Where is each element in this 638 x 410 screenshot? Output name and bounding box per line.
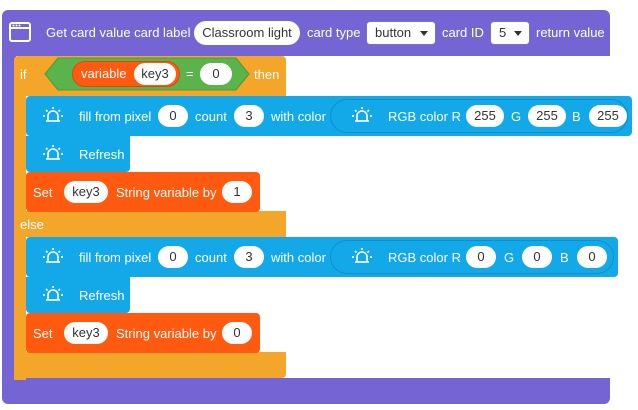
else-b-input[interactable]: 0 <box>577 246 607 268</box>
then-set-variable-input[interactable]: key3 <box>64 181 108 203</box>
event-block-bottom <box>2 378 610 404</box>
else-rgb-label: RGB color R <box>388 250 461 265</box>
then-g-input[interactable]: 255 <box>528 105 566 127</box>
then-refresh-label: Refresh <box>79 147 125 162</box>
then-pixel-input[interactable]: 0 <box>158 105 188 127</box>
else-g-input[interactable]: 0 <box>522 246 552 268</box>
chevron-down-icon <box>514 31 522 36</box>
then-b-input[interactable]: 255 <box>589 105 627 127</box>
window-icon <box>9 22 31 42</box>
else-set-by-label: String variable by <box>116 326 217 341</box>
if-label: if <box>20 67 27 82</box>
else-set-variable-input[interactable]: key3 <box>64 322 108 344</box>
card-type-value: button <box>375 25 412 40</box>
then-set-value-input[interactable]: 1 <box>222 181 252 203</box>
condition-variable-input[interactable]: key3 <box>134 63 176 85</box>
chevron-down-icon <box>420 31 428 36</box>
card-label-input[interactable]: Classroom light <box>194 21 300 45</box>
condition-operator: = <box>186 66 194 81</box>
then-fill-label: fill from pixel <box>79 109 152 124</box>
light-icon <box>43 107 63 122</box>
light-icon <box>352 107 372 122</box>
light-icon <box>352 248 372 263</box>
card-id-value: 5 <box>499 25 507 40</box>
then-count-input[interactable]: 3 <box>234 105 264 127</box>
then-b-label: B <box>572 109 581 124</box>
else-color-label: with color <box>271 250 326 265</box>
variable-label: variable <box>81 66 127 81</box>
then-color-label: with color <box>271 109 326 124</box>
else-block-bar[interactable] <box>14 211 286 237</box>
else-pixel-input[interactable]: 0 <box>158 246 188 268</box>
if-block-bottom <box>14 352 286 378</box>
else-refresh-label: Refresh <box>79 288 125 303</box>
else-r-input[interactable]: 0 <box>466 246 496 268</box>
card-type-dropdown[interactable]: button <box>366 21 436 45</box>
then-g-label: G <box>511 109 522 124</box>
event-label-end: return value <box>536 25 605 40</box>
then-set-by-label: String variable by <box>116 185 217 200</box>
else-count-label: count <box>195 250 227 265</box>
condition-value-input[interactable]: 0 <box>200 63 232 85</box>
then-r-input[interactable]: 255 <box>466 105 504 127</box>
card-id-label: card ID <box>442 25 484 40</box>
event-label-start: Get card value card label <box>46 25 191 40</box>
else-fill-label: fill from pixel <box>79 250 152 265</box>
else-set-label: Set <box>33 326 53 341</box>
light-icon <box>43 248 63 263</box>
light-icon <box>43 145 63 160</box>
then-count-label: count <box>195 109 227 124</box>
card-type-label: card type <box>307 25 361 40</box>
then-set-label: Set <box>33 185 53 200</box>
else-count-input[interactable]: 3 <box>234 246 264 268</box>
card-id-dropdown[interactable]: 5 <box>490 21 530 45</box>
else-label: else <box>20 217 44 232</box>
else-set-value-input[interactable]: 0 <box>222 322 252 344</box>
event-block-arm <box>2 50 16 390</box>
else-g-label: G <box>504 250 515 265</box>
else-b-label: B <box>560 250 569 265</box>
light-icon <box>43 286 63 301</box>
then-label: then <box>254 67 280 82</box>
then-rgb-label: RGB color R <box>388 109 461 124</box>
